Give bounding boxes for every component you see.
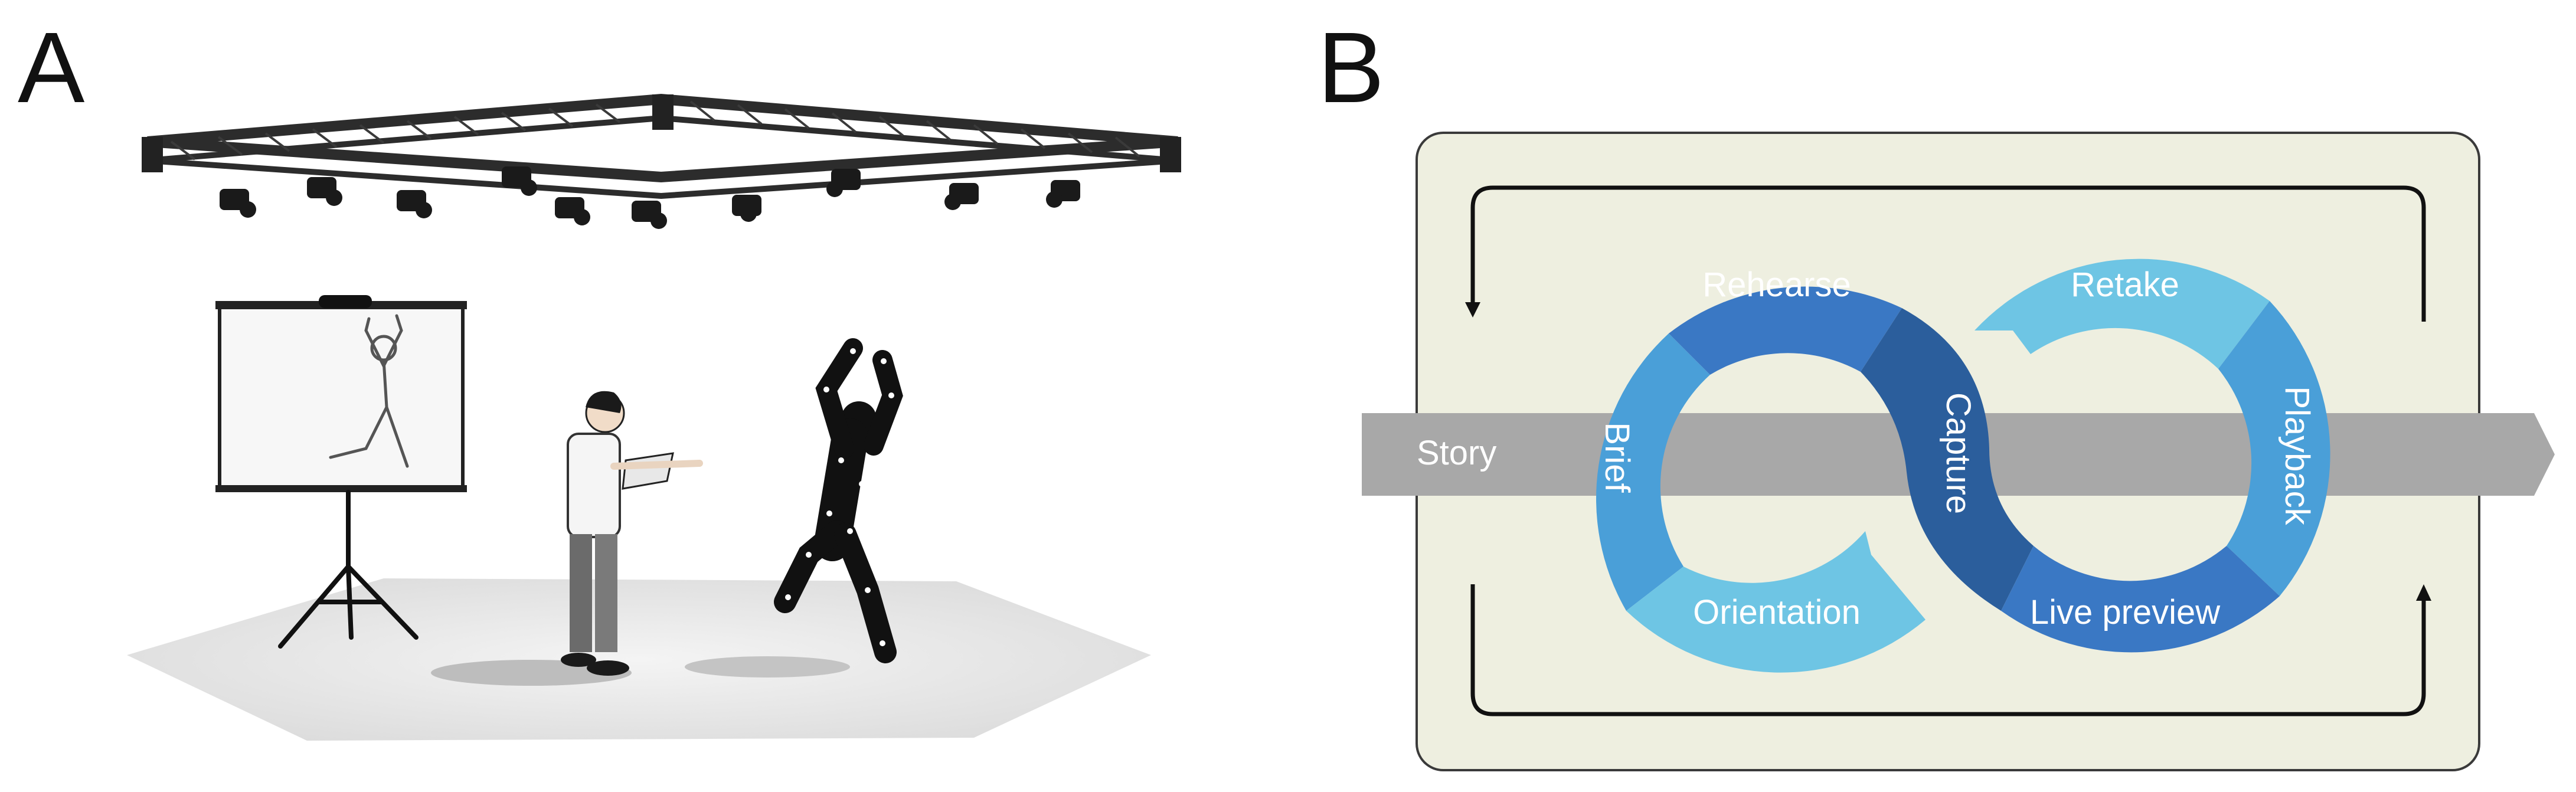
label-playback: Playback — [2278, 386, 2316, 525]
label-retake: Retake — [2071, 266, 2179, 304]
right-loop — [1975, 258, 2330, 653]
truss-rig — [142, 93, 1181, 199]
left-loop — [1596, 286, 1926, 673]
arrowhead-up-icon — [2416, 584, 2431, 601]
segment-capture — [1861, 308, 2034, 611]
panel-label-b: B — [1318, 12, 1385, 124]
label-live-preview: Live preview — [2030, 593, 2221, 631]
segment-retake — [1975, 258, 2270, 369]
feedback-arrow-top — [1470, 185, 2426, 322]
label-capture: Capture — [1939, 392, 1977, 514]
label-rehearse: Rehearse — [1702, 266, 1851, 304]
director-figure — [561, 391, 703, 676]
segment-rehearse — [1669, 286, 1902, 375]
studio-floor — [127, 578, 1151, 741]
arrowhead-down-icon — [1465, 302, 1480, 318]
segment-brief — [1596, 333, 1710, 611]
segment-playback — [2218, 301, 2330, 596]
segment-live-preview — [2001, 546, 2280, 653]
performer-figure — [774, 338, 903, 663]
projection-screen — [215, 295, 467, 649]
label-brief: Brief — [1598, 422, 1636, 493]
feedback-arrow-bottom — [1470, 584, 2426, 716]
label-story: Story — [1417, 434, 1496, 472]
segment-orientation — [1626, 531, 1926, 673]
workflow-diagram: Story Rehearse Brief Orientation Capture… — [1362, 132, 2555, 771]
label-orientation: Orientation — [1693, 593, 1861, 631]
panel-label-a: A — [18, 12, 85, 124]
camera-icon — [220, 166, 1080, 229]
mocap-studio-illustration — [127, 93, 1181, 741]
